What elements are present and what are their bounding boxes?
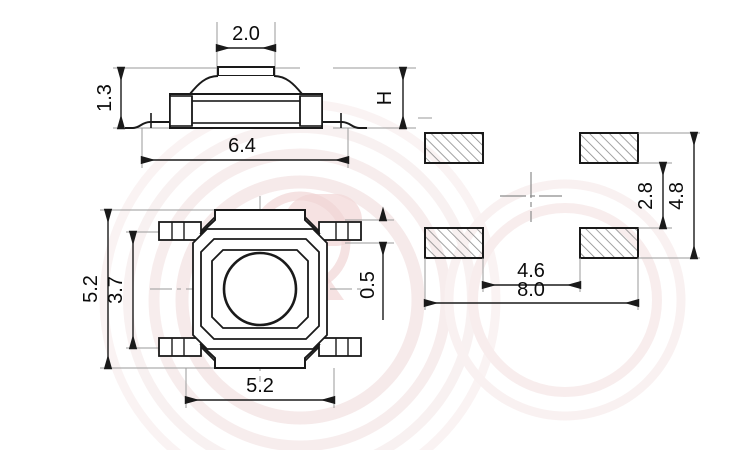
dimension-overall-width: 6.4 (140, 135, 350, 165)
plan-view: 5.2 3.7 0.5 5.2 (80, 196, 394, 408)
dimension-value-0-5: 0.5 (357, 271, 379, 299)
land-pattern-pads (424, 132, 639, 259)
dimension-actuator-width: 2.0 (215, 23, 277, 53)
side-view-body (125, 66, 367, 129)
dimension-value-h: H (374, 91, 396, 105)
dimension-value-5-2-horizontal: 5.2 (246, 375, 274, 397)
dimension-value-8-0: 8.0 (517, 279, 545, 301)
dimension-value-3-7: 3.7 (105, 276, 127, 304)
terminal-top-left (158, 216, 216, 241)
dimension-value-4-8: 4.8 (666, 182, 688, 210)
dimension-value-5-2-vertical: 5.2 (80, 275, 102, 303)
dimension-pad-pitch-vertical: 2.8 (635, 161, 668, 230)
terminal-top-right (304, 216, 362, 241)
dimension-terminal-width: 0.5 (357, 206, 388, 320)
dimension-pad-span-vertical: 4.8 (666, 131, 699, 260)
pad-top-right (579, 132, 639, 164)
dimension-body-height: 1.3 (94, 66, 126, 130)
terminal-bottom-left (158, 337, 216, 362)
dimension-value-6-4: 6.4 (228, 135, 256, 157)
dimension-pad-pitch-horizontal: 4.6 (481, 260, 582, 290)
terminal-bottom-right (304, 337, 362, 362)
side-view: 2.0 1.3 6.4 H (94, 22, 416, 168)
pad-bottom-left (424, 227, 484, 259)
dimension-value-1-3: 1.3 (94, 84, 116, 112)
dimension-body-depth: 3.7 (105, 230, 138, 350)
land-pattern-view: 2.8 4.8 4.6 8.0 (418, 117, 700, 310)
dimension-value-2-0: 2.0 (232, 23, 260, 45)
dimension-value-2-8: 2.8 (635, 182, 657, 210)
land-pattern-center-cross (500, 172, 562, 222)
plan-view-actuator-circle (222, 251, 298, 327)
dimension-pad-span-horizontal: 8.0 (423, 279, 640, 308)
pad-bottom-right (579, 227, 639, 259)
dimension-overall-depth: 5.2 (80, 208, 113, 370)
dimension-value-4-6: 4.6 (517, 260, 545, 282)
dimension-overall-width-plan: 5.2 (184, 375, 336, 405)
plan-view-body (158, 209, 362, 369)
pad-top-left (424, 132, 484, 164)
dimension-total-height: H (374, 66, 408, 130)
